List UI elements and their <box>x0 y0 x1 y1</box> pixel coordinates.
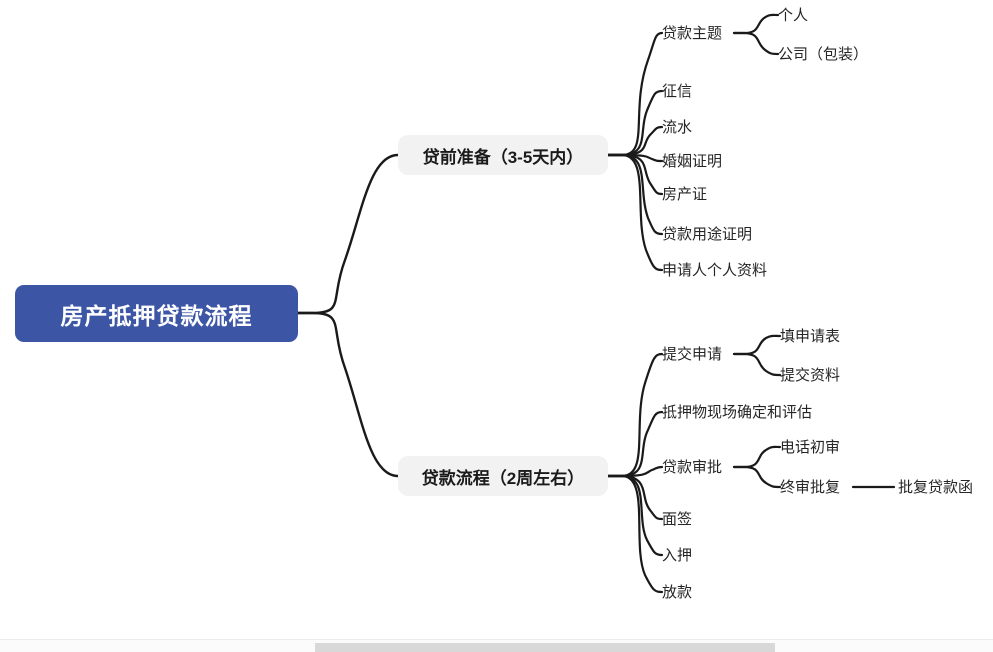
leaf-mortgage-registration[interactable]: 入押 <box>662 546 692 564</box>
leaf-applicant-personal-info[interactable]: 申请人个人资料 <box>662 261 767 279</box>
root-node[interactable]: 房产抵押贷款流程 <box>15 285 298 342</box>
leaf-label: 电话初审 <box>780 438 841 456</box>
leaf-marriage-certificate[interactable]: 婚姻证明 <box>662 152 722 170</box>
leaf-company-packaged[interactable]: 公司（包装） <box>778 45 868 63</box>
leaf-label: 流水 <box>662 118 693 136</box>
edge-branch2-to-mianqian <box>606 474 664 521</box>
leaf-label: 个人 <box>778 6 809 24</box>
leaf-label: 房产证 <box>662 185 708 203</box>
horizontal-scrollbar-thumb[interactable] <box>315 643 775 652</box>
leaf-label: 面签 <box>662 510 693 528</box>
edge-branch2-to-shenpi <box>606 465 664 478</box>
leaf-label: 贷款审批 <box>662 458 723 476</box>
leaf-submit-documents[interactable]: 提交资料 <box>780 366 840 384</box>
leaf-loan-disbursement[interactable]: 放款 <box>662 583 692 601</box>
leaf-label: 填申请表 <box>780 327 841 345</box>
leaf-label: 抵押物现场确定和评估 <box>662 403 813 421</box>
branch-node-label: 贷款流程（2周左右） <box>421 468 585 488</box>
leaf-label: 终审批复 <box>780 478 841 496</box>
leaf-label: 提交申请 <box>662 345 723 363</box>
branch-node-loan-preparation[interactable]: 贷前准备（3-5天内） <box>398 135 608 175</box>
edge-branch1-to-zhengxin <box>606 89 664 157</box>
leaf-label: 婚姻证明 <box>662 152 723 170</box>
edge-branch1-to-gerenziliao <box>606 153 664 272</box>
leaf-face-to-face-signing[interactable]: 面签 <box>662 510 692 528</box>
root-node-label: 房产抵押贷款流程 <box>60 302 253 329</box>
edge-shenpi-to-zhongshen <box>732 465 782 489</box>
leaf-individual[interactable]: 个人 <box>778 6 808 24</box>
leaf-loan-approval[interactable]: 贷款审批 <box>662 458 722 476</box>
leaf-credit-report[interactable]: 征信 <box>662 82 692 100</box>
edge-branch1-to-fangchanzheng <box>606 153 664 196</box>
edge-root-to-branch-2 <box>296 311 400 478</box>
edge-tijiaoshenqing-to-tianbiao <box>732 334 782 356</box>
leaf-phone-preliminary-review[interactable]: 电话初审 <box>780 438 840 456</box>
leaf-property-certificate[interactable]: 房产证 <box>662 185 707 203</box>
horizontal-scrollbar-track[interactable] <box>0 639 993 652</box>
leaf-collateral-onsite-appraisal[interactable]: 抵押物现场确定和评估 <box>662 403 812 421</box>
edge-branch2-to-pinggu <box>606 410 664 478</box>
edge-branch1-to-liushui <box>606 125 664 157</box>
leaf-label: 提交资料 <box>780 366 841 384</box>
leaf-loan-subject[interactable]: 贷款主题 <box>662 24 722 42</box>
leaf-submit-application[interactable]: 提交申请 <box>662 345 722 363</box>
edge-branch2-to-ruya <box>606 474 664 557</box>
leaf-label: 贷款用途证明 <box>662 225 753 243</box>
branch-node-loan-process[interactable]: 贷款流程（2周左右） <box>398 456 608 496</box>
edge-daikuanzhuti-to-geren <box>732 13 780 35</box>
edge-branch2-to-fangkuan <box>606 474 664 594</box>
leaf-label: 批复贷款函 <box>898 478 974 496</box>
leaf-approval-letter[interactable]: 批复贷款函 <box>898 478 973 496</box>
edge-tijiaoshenqing-to-ziliao <box>732 352 782 377</box>
leaf-fill-application-form[interactable]: 填申请表 <box>780 327 840 345</box>
leaf-label: 入押 <box>662 546 693 564</box>
leaf-label: 放款 <box>662 583 693 601</box>
leaf-label: 申请人个人资料 <box>662 261 768 279</box>
edge-shenpi-to-dianhua <box>732 445 782 469</box>
leaf-loan-purpose-proof[interactable]: 贷款用途证明 <box>662 225 752 243</box>
edge-branch1-to-yongtu <box>606 153 664 236</box>
edge-branch2-to-tijiaoshenqing <box>606 352 664 478</box>
edge-root-to-branch-1 <box>296 153 400 315</box>
edge-branch1-to-daikuanzhuti <box>606 31 664 157</box>
edge-branch1-to-hunyin <box>606 153 664 163</box>
branch-node-label: 贷前准备（3-5天内） <box>422 147 584 167</box>
leaf-label: 公司（包装） <box>778 45 869 63</box>
leaf-final-approval[interactable]: 终审批复 <box>780 478 840 496</box>
leaf-bank-statement[interactable]: 流水 <box>662 118 692 136</box>
edge-daikuanzhuti-to-gongsi <box>732 31 780 56</box>
leaf-label: 贷款主题 <box>662 24 723 42</box>
leaf-label: 征信 <box>662 82 693 100</box>
